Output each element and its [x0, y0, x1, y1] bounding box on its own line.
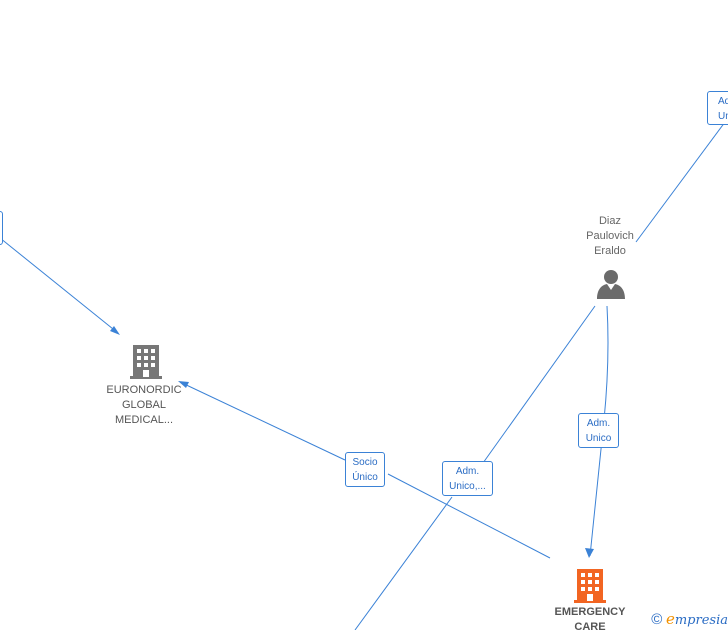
name-line: Eraldo: [594, 245, 626, 257]
edge-label-line: Uni: [718, 111, 728, 122]
name-line: Paulovich: [586, 230, 634, 242]
edge-label-line: Unico,...: [449, 481, 486, 492]
edge-label-line: Adm.: [586, 418, 611, 429]
edge-label-line: Único: [352, 472, 378, 483]
building-icon[interactable]: [130, 343, 162, 379]
emergency-node-name[interactable]: EMERGENCY CARE: [540, 605, 640, 630]
name-line: Diaz: [598, 215, 621, 227]
name-line: EMERGENCY: [554, 606, 626, 618]
name-line: CARE: [574, 621, 606, 630]
edge-label-adm-unico-trunc[interactable]: Adm. Unico,...: [442, 461, 493, 496]
edge-label-line: Unico: [585, 433, 612, 444]
edge-emergency-to-euronordic: [179, 381, 551, 559]
edge-label-socio-unico[interactable]: Socio Único: [345, 452, 385, 487]
edge-label-left-offscreen[interactable]: [0, 211, 3, 245]
edge-label-line: Socio: [352, 457, 378, 468]
edge-label-top-right[interactable]: Ad Uni: [707, 91, 728, 125]
arrowhead: [585, 548, 594, 558]
edge-top-right-to-person: [635, 117, 728, 243]
person-node-name[interactable]: Diaz Paulovich Eraldo: [570, 214, 650, 259]
edge-person-to-offscreen: [354, 305, 596, 630]
brand-name: mpresia: [674, 613, 728, 628]
arrowhead: [178, 381, 189, 388]
edge-label-line: Ad: [718, 96, 728, 107]
building-icon[interactable]: [574, 567, 606, 603]
name-line: EURONORDIC: [106, 384, 182, 396]
person-icon[interactable]: [596, 268, 626, 300]
brand-logo-e: e: [665, 610, 675, 628]
name-line: MEDICAL...: [114, 414, 174, 426]
empresia-watermark: © empresia: [651, 610, 728, 628]
edge-label-person-emergency[interactable]: Adm. Unico: [578, 413, 619, 448]
copyright-symbol: ©: [651, 611, 663, 628]
edge-offscreen-to-euronordic: [0, 237, 119, 334]
name-line: GLOBAL: [121, 399, 167, 411]
euronordic-node-name[interactable]: EURONORDIC GLOBAL MEDICAL...: [94, 383, 194, 428]
arrowhead: [110, 326, 120, 335]
edge-label-line: Adm.: [455, 466, 480, 477]
